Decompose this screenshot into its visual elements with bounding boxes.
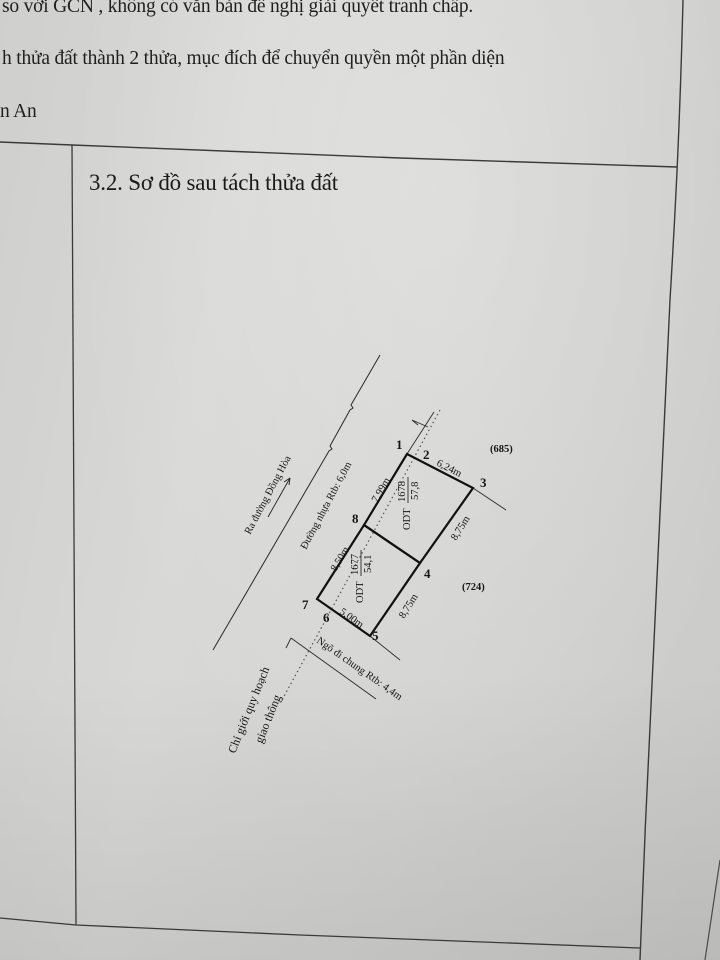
point-1-label: 1	[396, 437, 403, 452]
parcel-1678-type: ODT	[402, 508, 413, 530]
parcel-1677-number: 1677	[350, 554, 361, 575]
direction-arrow-icon	[267, 477, 291, 518]
point-3-label: 3	[480, 475, 487, 490]
point-4-label: 4	[424, 566, 431, 581]
body-text-line-3: n An	[0, 101, 37, 122]
section-title: 3.2. Sơ đồ sau tách thửa đất	[89, 170, 338, 195]
alley-edge-line	[369, 635, 401, 661]
point-8-label: 8	[352, 511, 359, 526]
parcel-1677-area: 54,1	[363, 555, 374, 573]
neighbor-685: (685)	[490, 444, 513, 455]
body-text-line-1: so với GCN , không có văn bản đề nghị gi…	[2, 0, 474, 17]
neighbor-724: (724)	[462, 582, 485, 593]
point-2-label: 2	[423, 447, 430, 462]
north-arrow-icon	[411, 419, 429, 428]
dim-6-5: 5,00m	[337, 606, 365, 630]
dim-4-5: 8,75m	[397, 592, 420, 620]
planning-boundary-corner	[285, 637, 377, 700]
parcel-1677-label: ODT 1677 54,1	[350, 550, 374, 603]
parcel-1678-label: ODT 1678 57,8	[397, 477, 421, 530]
body-text-line-2: h thửa đất thành 2 thửa, mục đích để chu…	[2, 48, 505, 69]
dim-8-7: 8,50m	[329, 545, 352, 573]
main-road-label: Đường nhựa Rtb: 6,0m	[299, 460, 354, 551]
parcel-1677-type: ODT	[355, 581, 366, 603]
dim-1-8: 7,99m	[370, 476, 393, 504]
point-5-label: 5	[372, 628, 379, 643]
parcel-1678-number: 1678	[397, 481, 408, 502]
point-6-label: 6	[323, 610, 330, 625]
point-7-label: 7	[302, 597, 309, 612]
parcel-1677-outline	[315, 523, 422, 638]
parcel-1678-area: 57,8	[410, 482, 421, 500]
alley-label: Ngõ đi chung Rtb: 4,4m	[314, 635, 404, 702]
road-edge-line	[212, 354, 381, 651]
